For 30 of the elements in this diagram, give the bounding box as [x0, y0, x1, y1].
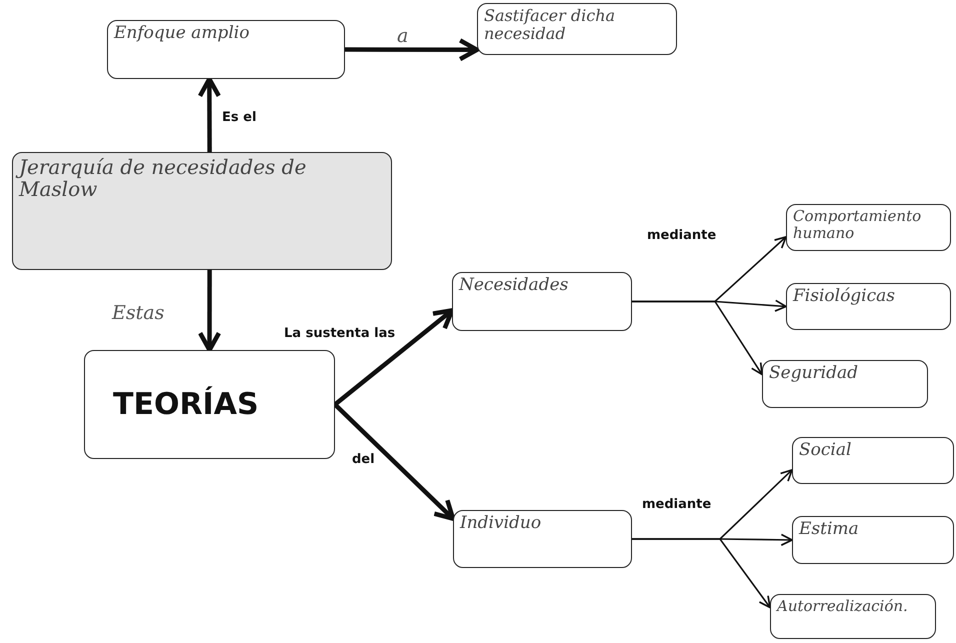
concept-box	[792, 437, 954, 484]
concept-box	[792, 516, 954, 564]
concept-box	[762, 360, 928, 408]
arrow	[632, 538, 771, 608]
concept-box	[84, 350, 335, 459]
node-text: Fisiológicas	[793, 287, 896, 306]
node-text: Comportamiento humano	[793, 208, 922, 241]
concept-box	[107, 20, 345, 79]
arrow	[198, 76, 222, 152]
concept-box	[786, 204, 951, 251]
node-text: Autorrealización.	[777, 598, 909, 614]
concept-box	[12, 152, 392, 270]
node-text: TEORÍAS	[113, 388, 259, 421]
arrow	[334, 308, 454, 406]
concept-box	[786, 283, 951, 330]
concept-box	[452, 272, 632, 331]
concept-box	[770, 594, 936, 639]
node-text: Sastifacer dicha necesidad	[484, 7, 616, 42]
arrow	[198, 270, 222, 352]
arrow	[632, 300, 763, 376]
arrow	[345, 38, 480, 62]
concept-box	[453, 510, 632, 568]
node-text: Seguridad	[769, 364, 860, 383]
node-text: Necesidades	[459, 276, 570, 295]
concept-box	[477, 3, 677, 55]
node-text: Social	[799, 441, 852, 460]
node-text: Estima	[799, 520, 860, 539]
node-text: Individuo	[460, 514, 542, 533]
arrow	[333, 402, 456, 521]
node-text: Enfoque amplio	[114, 24, 250, 43]
